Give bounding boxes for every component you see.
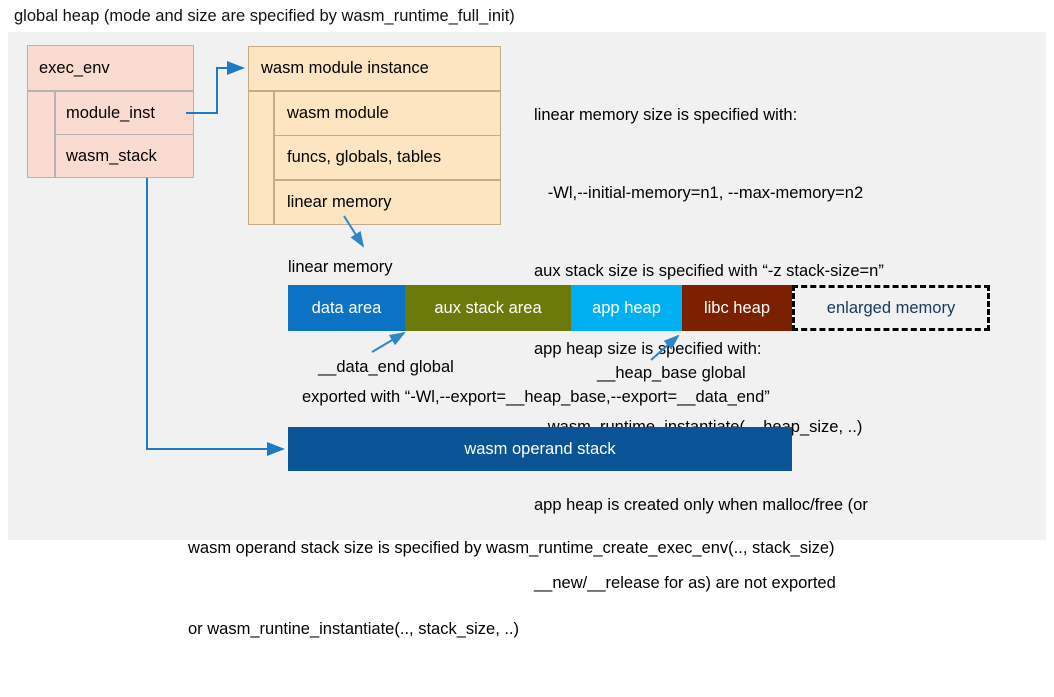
memory-segment-data-area: data area xyxy=(288,285,405,331)
exec-env-row-module-inst: module_inst xyxy=(55,91,194,135)
operand-stack-caption-line: wasm operand stack size is specified by … xyxy=(188,539,835,557)
operand-stack-caption-line: or wasm_runtine_instantiate(.., stack_si… xyxy=(188,620,520,638)
notes-line: aux stack size is specified with “-z sta… xyxy=(534,262,884,280)
annotation-data-end: __data_end global xyxy=(318,358,454,376)
diagram-canvas: global heap (mode and size are specified… xyxy=(8,7,1046,638)
memory-segment-label: libc heap xyxy=(703,298,771,317)
memory-segment-app-heap: app heap xyxy=(571,285,682,331)
exec-env-header: exec_env xyxy=(27,45,194,91)
notes-line: -Wl,--initial-memory=n1, --max-memory=n2 xyxy=(534,184,864,202)
module-instance-row-wasm-module: wasm module xyxy=(274,91,501,136)
memory-segment-label: aux stack area xyxy=(434,298,542,317)
linear-memory-bar: data area aux stack area app heap libc h… xyxy=(288,285,990,331)
exec-env-gutter xyxy=(27,91,55,178)
linear-memory-row-label: linear memory xyxy=(287,193,392,211)
memory-segment-label: app heap xyxy=(592,298,661,317)
wasm-module-label: wasm module xyxy=(287,104,389,122)
annotation-exported-with: exported with “-Wl,--export=__heap_base,… xyxy=(302,388,770,406)
memory-segment-libc-heap: libc heap xyxy=(682,285,792,331)
annotation-heap-base: __heap_base global xyxy=(597,364,746,382)
module-inst-label: module_inst xyxy=(66,103,155,122)
module-instance-label: wasm module instance xyxy=(261,59,429,77)
linear-memory-caption: linear memory xyxy=(288,258,393,276)
memory-segment-enlarged-memory: enlarged memory xyxy=(792,285,990,331)
exec-env-row-wasm-stack: wasm_stack xyxy=(55,134,194,178)
memory-segment-aux-stack-area: aux stack area xyxy=(405,285,571,331)
wasm-operand-stack-box: wasm operand stack xyxy=(288,427,792,471)
memory-segment-label: enlarged memory xyxy=(826,298,956,317)
notes-line: linear memory size is specified with: xyxy=(534,106,798,124)
operand-stack-caption: wasm operand stack size is specified by … xyxy=(188,481,835,697)
module-instance-row-funcs-globals-tables: funcs, globals, tables xyxy=(274,135,501,180)
module-instance-gutter xyxy=(248,91,274,225)
memory-segment-label: data area xyxy=(311,298,382,317)
notes-line: app heap size is specified with: xyxy=(534,340,762,358)
wasm-stack-label: wasm_stack xyxy=(66,146,157,165)
module-instance-header: wasm module instance xyxy=(248,46,501,91)
notes-line: app heap is created only when malloc/fre… xyxy=(534,496,868,514)
exec-env-label: exec_env xyxy=(39,58,110,77)
diagram-title: global heap (mode and size are specified… xyxy=(14,7,515,25)
module-instance-row-linear-memory: linear memory xyxy=(274,180,501,225)
funcs-globals-tables-label: funcs, globals, tables xyxy=(287,148,442,166)
wasm-operand-stack-label: wasm operand stack xyxy=(464,439,616,458)
